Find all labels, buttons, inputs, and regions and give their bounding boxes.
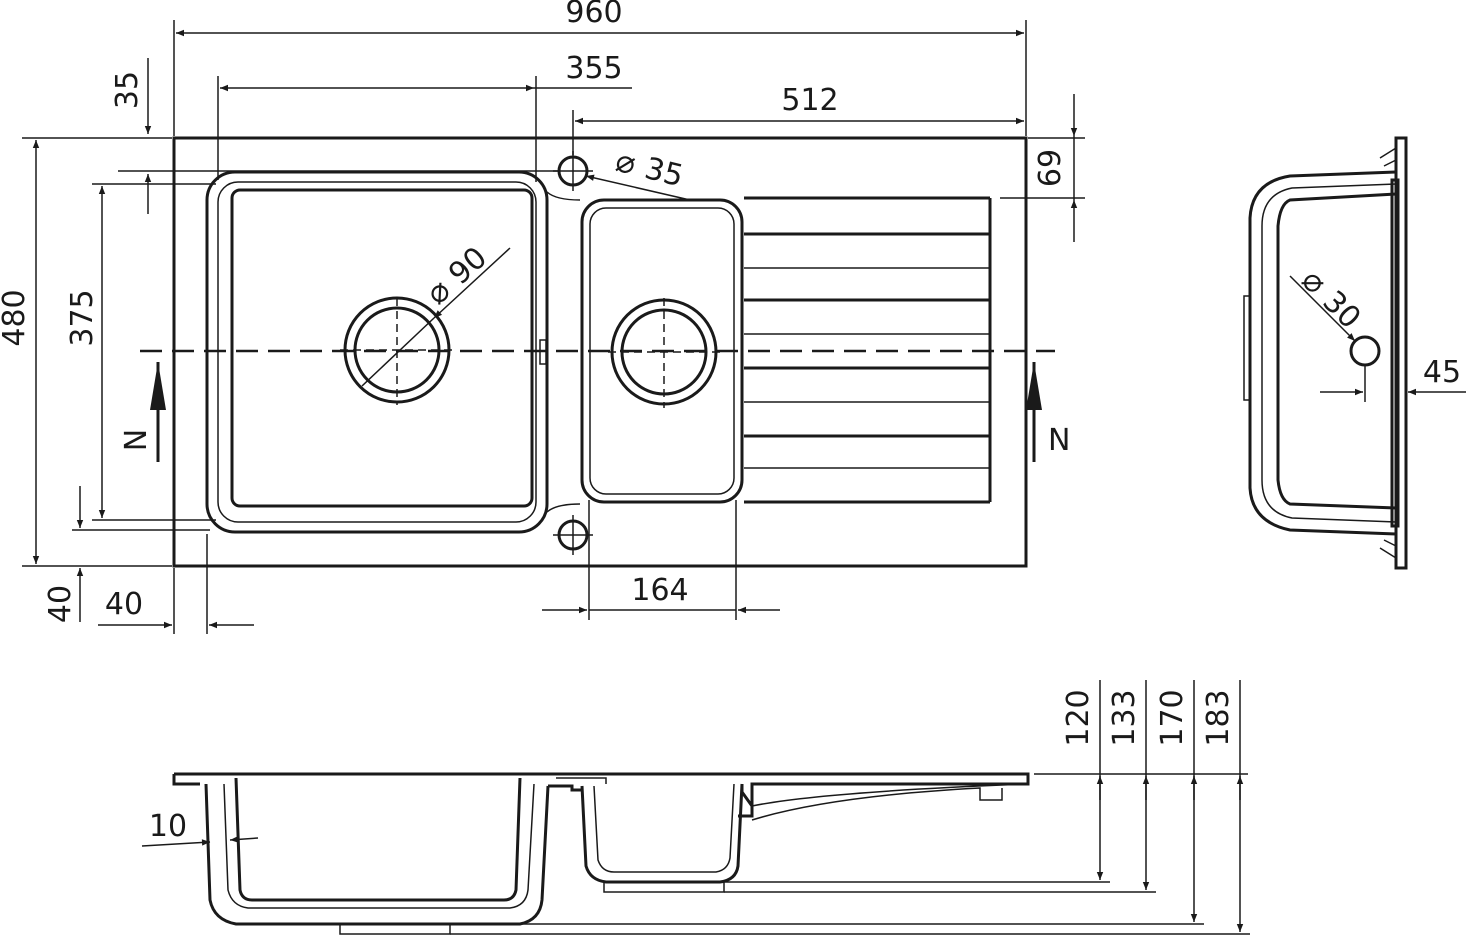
svg-text:90: 90 <box>442 240 494 292</box>
section-arrow-left <box>150 362 166 462</box>
bowl-connector <box>546 191 581 513</box>
dimension-10: 10 <box>141 809 259 847</box>
section-small-bowl <box>580 783 744 884</box>
svg-text:133: 133 <box>1107 689 1142 746</box>
section-view: 10 120 133 170 183 <box>141 680 1250 935</box>
dimension-dia-35: ⌀ 35 <box>585 141 691 201</box>
svg-text:35: 35 <box>641 151 687 194</box>
svg-text:164: 164 <box>631 573 688 608</box>
svg-text:375: 375 <box>65 289 100 346</box>
svg-text:183: 183 <box>1201 689 1236 746</box>
svg-text:10: 10 <box>149 809 187 844</box>
dimension-512: 512 <box>572 83 1024 155</box>
svg-text:69: 69 <box>1033 149 1068 187</box>
svg-text:30: 30 <box>1316 284 1368 336</box>
svg-text:355: 355 <box>565 51 622 86</box>
svg-text:120: 120 <box>1061 689 1096 746</box>
section-drainer <box>751 783 1029 821</box>
svg-text:960: 960 <box>565 0 622 30</box>
side-rim <box>1394 136 1408 570</box>
top-view: N N 960 355 512 35 <box>0 0 1085 634</box>
side-inner-body <box>1261 183 1397 523</box>
dimension-120: 120 <box>1061 680 1104 880</box>
svg-text:512: 512 <box>781 83 838 118</box>
dimension-35-top: 35 <box>22 58 560 214</box>
dimension-183: 183 <box>1201 680 1244 932</box>
svg-text:480: 480 <box>0 289 32 346</box>
section-label-right: N <box>1048 423 1070 458</box>
side-outer-body <box>1248 170 1397 536</box>
svg-text:45: 45 <box>1423 355 1461 390</box>
svg-text:40: 40 <box>105 587 143 622</box>
dimension-133: 133 <box>1107 680 1150 890</box>
dimension-45: 45 <box>1320 355 1466 402</box>
dimension-dia-30: ⌀ 30 <box>1289 261 1368 342</box>
svg-text:35: 35 <box>110 71 145 109</box>
dimension-164: 164 <box>542 500 780 620</box>
overflow-hole <box>1349 335 1381 367</box>
section-arrow-right <box>1026 362 1042 462</box>
dimension-40-vertical: 40 <box>43 486 210 623</box>
svg-text:170: 170 <box>1155 689 1190 746</box>
dimension-375: 375 <box>65 183 216 521</box>
side-view: ⌀ 30 45 <box>1243 136 1466 570</box>
svg-text:40: 40 <box>43 585 78 623</box>
dimension-170: 170 <box>1155 680 1198 922</box>
section-main-bowl <box>204 783 550 926</box>
small-drain <box>608 298 720 408</box>
dimension-480: 480 <box>0 140 172 567</box>
tap-hole-bottom <box>553 515 593 555</box>
dimension-960: 960 <box>173 0 1027 136</box>
section-top-surface <box>174 772 1030 818</box>
svg-text:⌀: ⌀ <box>612 141 640 183</box>
dimension-355: 355 <box>217 51 632 182</box>
dimension-69: 69 <box>1000 94 1085 242</box>
section-label-left: N <box>119 429 154 451</box>
dimension-40-horizontal: 40 <box>98 534 254 634</box>
